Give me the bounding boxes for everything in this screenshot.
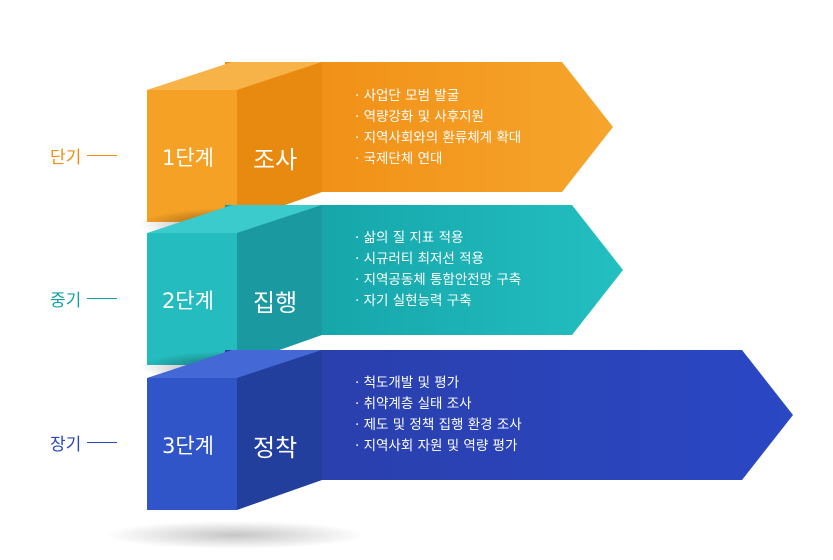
- list-item: 지역공동체 통합안전망 구축: [355, 270, 522, 291]
- list-item: 사업단 모범 발굴: [355, 86, 521, 107]
- list-item: 시규러티 최저선 적용: [355, 249, 521, 270]
- stage-3-cube-side: [237, 350, 322, 510]
- term-text: 장기: [50, 435, 82, 455]
- list-item: 삶의 질 지표 적용: [355, 228, 521, 249]
- stage-1-item-list: 사업단 모범 발굴 역량강화 및 사후지원 지역사회와의 환류체계 확대 국제단…: [355, 86, 522, 170]
- stage-1-cube-front: [147, 90, 237, 222]
- stage-1-cube-side: [237, 62, 322, 222]
- list-item: 제도 및 정책 집행 환경 조사: [355, 415, 522, 436]
- list-item: 취약계층 실태 조사: [355, 394, 522, 415]
- list-item: 자기 실현능력 구축: [355, 291, 521, 312]
- stage-3-action-label: 정착: [253, 434, 298, 462]
- stage-2-item-list: 삶의 질 지표 적용 시규러티 최저선 적용 지역공동체 통합안전망 구축 자기…: [355, 228, 522, 312]
- stage-1-cube-top: [147, 62, 322, 90]
- term-label-short: 단기: [50, 143, 118, 168]
- stage-3-cube-top: [147, 350, 322, 378]
- stage-3-item-list: 척도개발 및 평가 취약계층 실태 조사 제도 및 정책 집행 환경 조사 지역…: [355, 373, 522, 457]
- stage-1-action-label: 조사: [253, 146, 298, 174]
- stage-2-action-label: 집행: [253, 289, 298, 317]
- list-item: 지역사회 자원 및 역량 평가: [355, 436, 522, 457]
- stage-3-step-label: 3단계: [162, 434, 215, 458]
- list-item: 지역사회와의 환류체계 확대: [355, 128, 522, 149]
- term-text: 중기: [50, 291, 82, 311]
- stage-2-cube-side: [237, 205, 322, 365]
- stage-3-floor-shadow: [105, 521, 365, 549]
- term-connector-line: [87, 441, 118, 444]
- term-label-mid: 중기: [50, 286, 118, 311]
- stage-3-cube-front: [147, 378, 237, 510]
- term-connector-line: [87, 297, 118, 300]
- term-label-long: 장기: [50, 430, 118, 455]
- term-text: 단기: [50, 148, 82, 168]
- stage-2-cube-top: [147, 205, 322, 233]
- stage-2-cube-front: [147, 233, 237, 365]
- term-connector-line: [87, 154, 118, 157]
- stage-1-step-label: 1단계: [162, 146, 215, 170]
- list-item: 역량강화 및 사후지원: [355, 107, 521, 128]
- list-item: 척도개발 및 평가: [355, 373, 522, 394]
- stage-2-step-label: 2단계: [162, 289, 215, 313]
- list-item: 국제단체 연대: [355, 149, 521, 170]
